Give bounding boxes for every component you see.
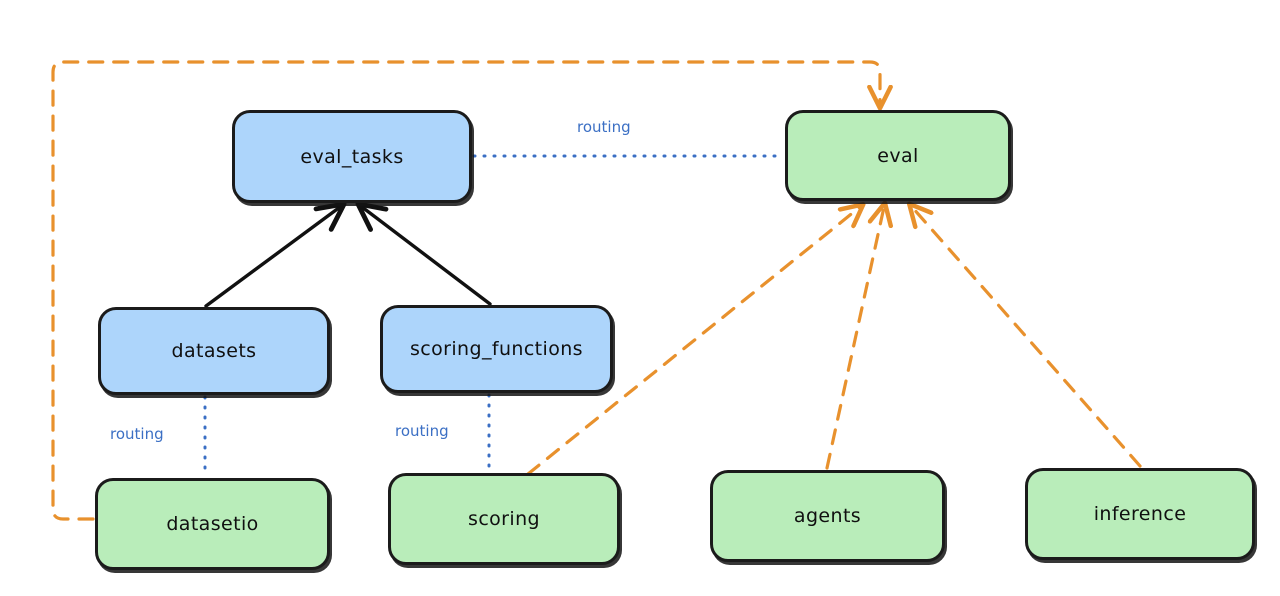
node-label-datasetio: datasetio	[166, 513, 259, 535]
edge-scoring-to-eval	[526, 207, 860, 476]
node-label-eval-tasks: eval_tasks	[300, 145, 404, 168]
edge-label-routing-datasets: routing	[110, 425, 164, 443]
node-datasets[interactable]: datasets	[98, 307, 330, 395]
node-label-scoring-functions: scoring_functions	[410, 338, 583, 360]
node-scoring-functions[interactable]: scoring_functions	[380, 305, 613, 393]
node-label-scoring: scoring	[468, 508, 540, 530]
node-label-agents: agents	[793, 505, 862, 527]
node-inference[interactable]: inference	[1025, 468, 1255, 560]
edge-agents-to-eval	[825, 207, 884, 470]
edge-label-routing-eval-tasks: routing	[577, 118, 631, 136]
edge-label-routing-scoring-functions: routing	[395, 422, 449, 440]
node-label-datasets: datasets	[171, 340, 257, 362]
edge-datasetio-to-eval	[51, 60, 880, 521]
edge-datasets-to-eval-tasks	[204, 201, 347, 308]
edge-inference-to-eval	[912, 207, 1142, 468]
node-scoring[interactable]: scoring	[388, 473, 620, 565]
node-eval-tasks[interactable]: eval_tasks	[232, 110, 472, 203]
node-eval[interactable]: eval	[785, 110, 1011, 201]
node-label-eval: eval	[877, 144, 919, 167]
node-label-inference: inference	[1093, 503, 1187, 525]
edge-scoring-functions-to-eval-tasks	[355, 201, 492, 306]
node-agents[interactable]: agents	[710, 470, 945, 562]
node-datasetio[interactable]: datasetio	[95, 478, 330, 570]
